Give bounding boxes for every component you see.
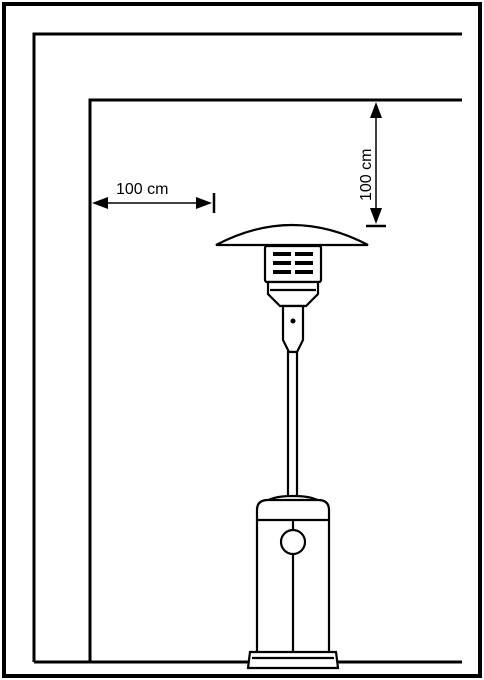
top-clearance-dimension: 100 cm xyxy=(358,102,386,228)
heater-base-plate xyxy=(246,650,340,670)
wall-outer-edge xyxy=(32,32,462,662)
side-clearance-dimension: 100 cm xyxy=(92,181,216,213)
patio-heater xyxy=(215,224,369,670)
burner-vents xyxy=(273,252,313,274)
heater-emitter xyxy=(266,280,320,308)
top-clearance-label: 100 cm xyxy=(358,149,375,201)
heater-reflector-hood xyxy=(215,224,369,247)
side-clearance-label: 100 cm xyxy=(116,181,168,198)
heater-post-bracket xyxy=(281,304,305,354)
tank-access-window xyxy=(279,528,307,556)
side-arrow-left xyxy=(92,197,108,209)
wall-inner-edge xyxy=(88,98,462,662)
bracket-bolt xyxy=(290,318,296,324)
top-arrow-up xyxy=(370,102,382,118)
heater-pole xyxy=(286,350,299,500)
side-arrow-right xyxy=(196,197,212,209)
top-arrow-down xyxy=(370,208,382,224)
